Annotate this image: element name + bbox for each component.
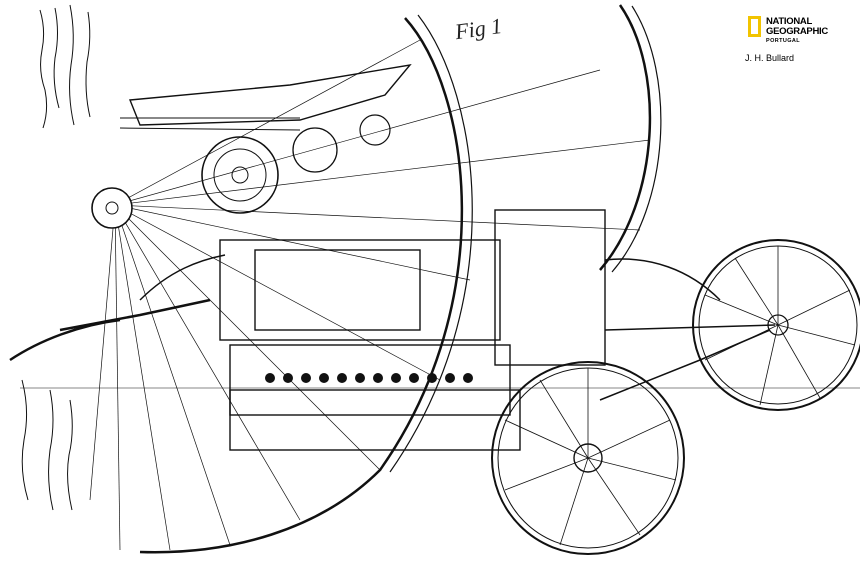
main-gear	[201, 136, 279, 214]
large-arc-front	[139, 17, 464, 554]
brand-wordmark: NATIONAL GEOGRAPHIC PORTUGAL	[766, 17, 828, 45]
brand-line-national: NATIONAL	[766, 16, 812, 27]
dot-row	[265, 373, 473, 383]
witness-signatures	[39, 4, 91, 129]
large-arc-rear	[599, 4, 652, 271]
front-wheel	[491, 361, 685, 555]
image-caption: J. H. Bullard	[745, 53, 795, 63]
rear-wheel	[692, 239, 860, 411]
seat	[129, 63, 412, 126]
spokes	[89, 39, 651, 551]
brand-logo: NATIONAL GEOGRAPHIC PORTUGAL	[748, 16, 848, 50]
brand-line-geographic: GEOGRAPHIC	[766, 26, 828, 37]
inventor-signatures	[21, 379, 73, 511]
large-arc-front-inner	[389, 14, 473, 473]
machine-body	[219, 209, 606, 451]
frame	[9, 254, 776, 401]
large-arc-rear-inner	[611, 5, 662, 273]
front-lamp	[91, 187, 133, 229]
brand-line-portugal: PORTUGAL	[766, 38, 801, 44]
national-geographic-yellow-border-logo-icon	[748, 16, 761, 37]
